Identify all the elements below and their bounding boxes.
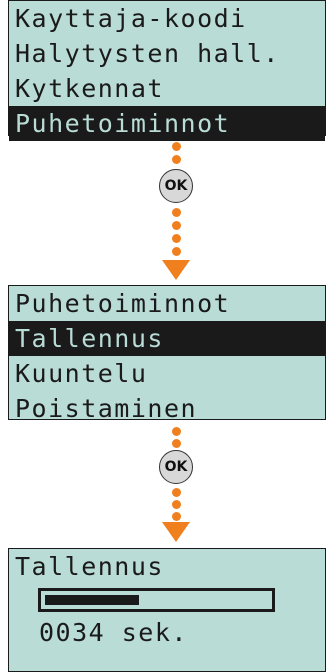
menu-item-poistaminen[interactable]: Poistaminen xyxy=(15,394,198,423)
screen-title: Tallennus xyxy=(15,552,164,581)
lcd-screen-recording: Tallennus 0034 sek. xyxy=(8,548,326,672)
connector-dot xyxy=(172,427,181,436)
connector-dot xyxy=(172,439,181,448)
menu-item-halytysten-hall[interactable]: Halytysten hall. xyxy=(15,39,280,68)
connector-dot xyxy=(172,512,181,521)
connector-dot xyxy=(172,221,181,230)
recording-time-counter: 0034 sek. xyxy=(39,618,188,647)
recording-progress-fill xyxy=(45,595,139,605)
menu-header-puhetoiminnot: Puhetoiminnot xyxy=(15,289,231,318)
arrow-down-icon xyxy=(162,260,190,280)
menu-item-kayttaja-koodi[interactable]: Kayttaja-koodi xyxy=(15,4,247,33)
connector-dot xyxy=(172,155,181,164)
connector-dot xyxy=(172,247,181,256)
connector-dot xyxy=(172,142,181,151)
connector-dot xyxy=(172,500,181,509)
ok-key-icon[interactable]: OK xyxy=(159,450,193,484)
ok-key-icon[interactable]: OK xyxy=(159,169,193,203)
lcd-screen-voice-menu: Puhetoiminnot Tallennus Kuuntelu Poistam… xyxy=(8,285,326,423)
recording-progress-bar xyxy=(38,588,275,612)
arrow-down-icon xyxy=(162,522,190,542)
menu-item-kuuntelu[interactable]: Kuuntelu xyxy=(15,359,148,388)
menu-item-puhetoiminnot[interactable]: Puhetoiminnot xyxy=(9,106,325,141)
lcd-screen-main-menu: Kayttaja-koodi Halytysten hall. Kytkenna… xyxy=(8,0,326,141)
menu-item-tallennus[interactable]: Tallennus xyxy=(9,321,325,356)
connector-dot xyxy=(172,488,181,497)
connector-dot xyxy=(172,234,181,243)
connector-dot xyxy=(172,208,181,217)
menu-item-kytkennat[interactable]: Kytkennat xyxy=(15,74,164,103)
